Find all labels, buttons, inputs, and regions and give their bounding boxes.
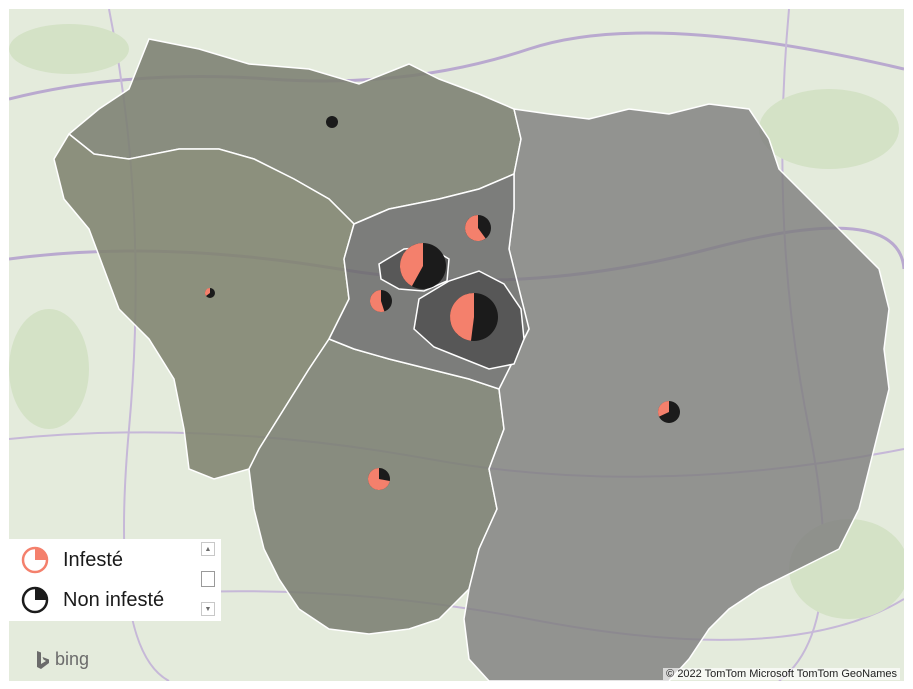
- pie-slice-infested: [205, 288, 210, 296]
- legend-item-not-infested[interactable]: Non infesté: [19, 583, 164, 617]
- pie-slice-infested: [465, 215, 486, 242]
- bing-logo: bing: [35, 649, 89, 670]
- legend-item-infested[interactable]: Infesté: [19, 543, 123, 577]
- marker-south[interactable]: [368, 468, 390, 491]
- marker-inner-north[interactable]: [465, 215, 491, 242]
- scroll-down-button[interactable]: ▼: [201, 602, 215, 616]
- marker-paris[interactable]: [399, 243, 446, 289]
- map-copyright: © 2022 TomTom Microsoft TomTom GeoNames: [663, 668, 900, 680]
- pie-slice-infested: [657, 401, 669, 417]
- scroll-thumb[interactable]: [201, 571, 215, 587]
- marker-inner-east[interactable]: [450, 293, 498, 341]
- bing-logo-text: bing: [55, 649, 90, 669]
- marker-north-west[interactable]: [326, 116, 338, 128]
- region-overlay: [53, 38, 890, 681]
- legend-label-infested: Infesté: [63, 548, 124, 571]
- not-infested-pie-icon: [21, 586, 49, 614]
- map-canvas[interactable]: [9, 9, 904, 681]
- pie-slice-infested: [450, 293, 474, 341]
- map-view[interactable]: Infesté Non infesté ▲ ▼ bing © 2022 TomT…: [9, 9, 904, 681]
- bing-icon: [37, 650, 49, 669]
- pie-markers: [205, 116, 680, 491]
- pie-slice-not-infested: [326, 116, 338, 128]
- legend: Infesté Non infesté ▲ ▼: [9, 539, 221, 621]
- marker-east[interactable]: [657, 401, 680, 423]
- pie-slice-infested: [399, 243, 423, 287]
- legend-label-not-infested: Non infesté: [63, 588, 165, 611]
- marker-west[interactable]: [205, 288, 215, 298]
- infested-pie-icon: [21, 546, 49, 574]
- pie-slice-infested: [368, 468, 390, 491]
- legend-scrollbar[interactable]: ▲ ▼: [201, 542, 217, 618]
- pie-slice-infested: [370, 290, 385, 313]
- scroll-up-button[interactable]: ▲: [201, 542, 215, 556]
- marker-inner-west[interactable]: [370, 290, 392, 313]
